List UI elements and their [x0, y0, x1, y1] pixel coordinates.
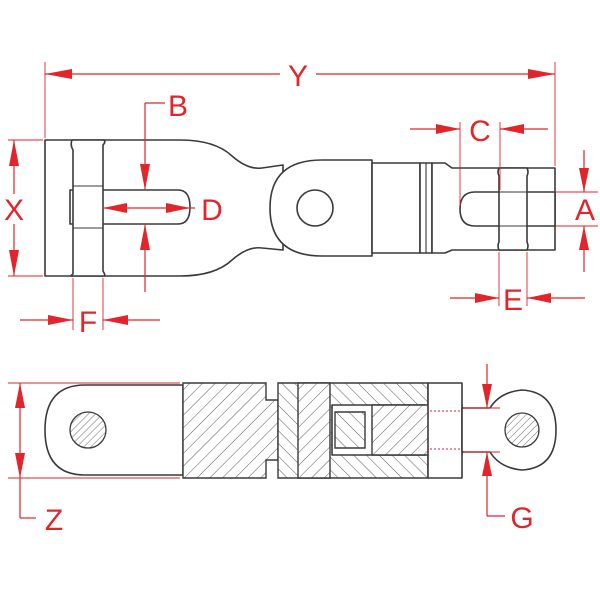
bearing-block-section	[334, 411, 366, 449]
label-c: C	[469, 115, 491, 148]
label-b: B	[168, 90, 188, 123]
label-x: X	[4, 194, 24, 227]
label-d: D	[201, 194, 223, 227]
nut-shoulder	[427, 382, 463, 479]
swivel-body	[371, 162, 421, 254]
label-y: Y	[288, 60, 308, 93]
left-eye-outline	[44, 384, 184, 476]
dimension-labels: Y B C X D A F E Z G	[0, 57, 598, 537]
right-jaw-pin	[497, 167, 529, 251]
left-section-body	[182, 382, 279, 479]
label-e: E	[503, 284, 523, 317]
label-g: G	[510, 502, 533, 535]
swivel-pin-section	[297, 382, 331, 479]
left-eye-pin	[69, 411, 107, 449]
center-eye-hole	[296, 189, 334, 227]
label-f: F	[79, 306, 97, 339]
dimension-lines	[8, 62, 598, 519]
top-view	[44, 139, 556, 277]
label-a: A	[575, 194, 595, 227]
section-view	[44, 382, 557, 479]
label-z: Z	[45, 504, 63, 537]
right-eye-pin	[504, 412, 540, 448]
left-jaw-pin	[70, 139, 106, 277]
